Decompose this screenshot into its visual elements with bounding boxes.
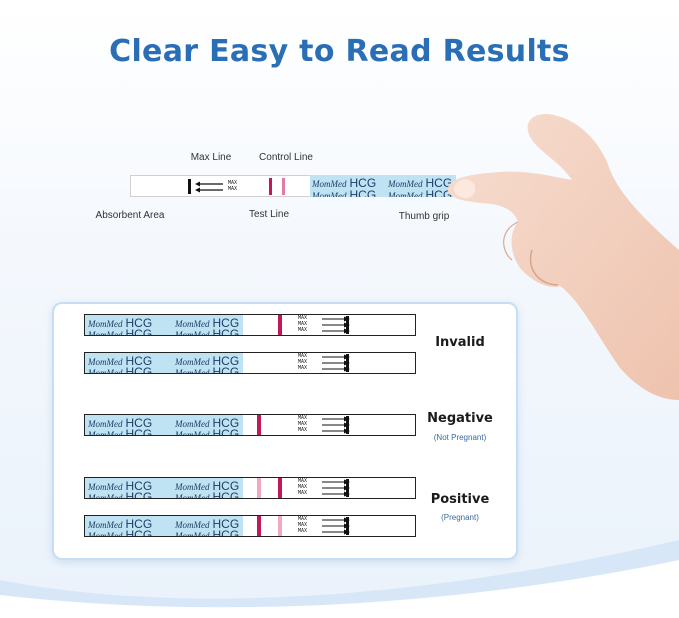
- max-line-bar: [346, 316, 349, 334]
- max-line-label: Max Line: [190, 152, 232, 163]
- test-line-label: Test Line: [248, 209, 290, 220]
- max-line-bar: [346, 354, 349, 372]
- max-line-bar: [346, 479, 349, 497]
- test-line-bar: [278, 315, 282, 335]
- max-arrows-icon: MAX MAX MAX: [298, 415, 350, 435]
- max-mark: MAX: [298, 528, 308, 534]
- max-arrows-icon: [195, 181, 223, 193]
- result-invalid-label: Invalid: [435, 335, 485, 350]
- strip-white-area: MAX MAX: [130, 175, 310, 197]
- result-positive-sub: (Pregnant): [441, 513, 479, 522]
- max-line-bar: [188, 179, 191, 194]
- max-line-bar: [346, 416, 349, 434]
- control-line-bar: [257, 516, 261, 536]
- test-line-bar: [269, 178, 272, 195]
- absorbent-area-label: Absorbent Area: [95, 210, 165, 221]
- max-mark: MAX: [298, 315, 308, 321]
- test-line-bar: [278, 478, 282, 498]
- hand-image: [447, 113, 679, 400]
- result-negative-label: Negative: [427, 411, 493, 426]
- result-negative-sub: (Not Pregnant): [433, 433, 487, 442]
- control-line-bar: [257, 478, 261, 498]
- max-mark: MAX: [298, 478, 308, 484]
- max-mark: MAX: [298, 522, 308, 528]
- max-arrows-icon: MAX MAX MAX: [298, 315, 350, 335]
- max-mark: MAX: [298, 516, 308, 522]
- max-mark: MAX: [298, 321, 308, 327]
- max-mark: MAX: [298, 421, 308, 427]
- max-mark: MAX: [298, 427, 308, 433]
- max-mark: MAX: [298, 353, 308, 359]
- max-mark-2: MAX: [228, 186, 238, 192]
- max-mark: MAX: [298, 327, 308, 333]
- page-title: Clear Easy to Read Results: [109, 34, 570, 69]
- result-positive-label: Positive: [430, 492, 490, 507]
- thumb-grip-label: Thumb grip: [398, 211, 450, 222]
- max-arrows-icon: MAX MAX MAX: [298, 353, 350, 373]
- max-line-bar: [346, 517, 349, 535]
- control-line-bar: [282, 178, 285, 195]
- max-mark: MAX: [298, 484, 308, 490]
- max-mark: MAX: [298, 365, 308, 371]
- max-mark: MAX: [298, 415, 308, 421]
- control-line-label: Control Line: [259, 152, 313, 163]
- decorative-wave: [0, 540, 679, 618]
- max-arrows-icon: MAX MAX MAX: [298, 478, 350, 498]
- max-mark: MAX: [298, 490, 308, 496]
- max-mark-1: MAX: [228, 180, 238, 186]
- test-line-bar: [278, 516, 282, 536]
- control-line-bar: [257, 415, 261, 435]
- max-mark: MAX: [298, 359, 308, 365]
